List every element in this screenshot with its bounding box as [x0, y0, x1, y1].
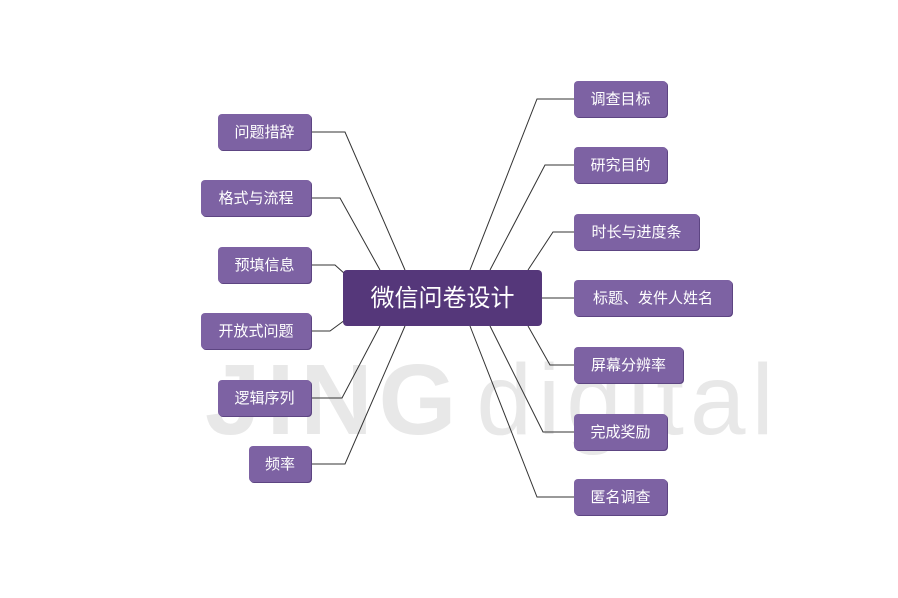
topic-question-wording[interactable]: 问题措辞	[218, 114, 311, 150]
topic-anonymous-survey[interactable]: 匿名调查	[574, 479, 667, 515]
link-left-3	[311, 319, 346, 332]
topic-screen-resolution[interactable]: 屏幕分辨率	[574, 347, 683, 383]
link-right-1	[489, 164, 574, 271]
link-left-1	[311, 197, 381, 271]
link-left-4	[311, 325, 381, 399]
topic-format-flow[interactable]: 格式与流程	[201, 180, 311, 216]
topic-duration-progress[interactable]: 时长与进度条	[574, 214, 699, 250]
topic-survey-goal[interactable]: 调查目标	[574, 81, 667, 117]
topic-open-questions[interactable]: 开放式问题	[201, 313, 311, 349]
topic-title-sender[interactable]: 标题、发件人姓名	[574, 280, 732, 316]
link-left-2	[311, 264, 346, 275]
topic-completion-reward[interactable]: 完成奖励	[574, 414, 667, 450]
link-right-5	[489, 325, 574, 433]
central-topic[interactable]: 微信问卷设计	[343, 270, 542, 326]
topic-prefilled-info[interactable]: 预填信息	[218, 247, 311, 283]
topic-research-purpose[interactable]: 研究目的	[574, 147, 667, 183]
link-left-5	[311, 325, 406, 465]
link-right-4	[527, 325, 574, 366]
link-left-0	[311, 131, 406, 271]
topic-logic-sequence[interactable]: 逻辑序列	[218, 380, 311, 416]
link-right-0	[469, 98, 574, 271]
link-right-6	[469, 325, 574, 498]
link-right-2	[527, 231, 574, 271]
topic-frequency[interactable]: 频率	[249, 446, 311, 482]
